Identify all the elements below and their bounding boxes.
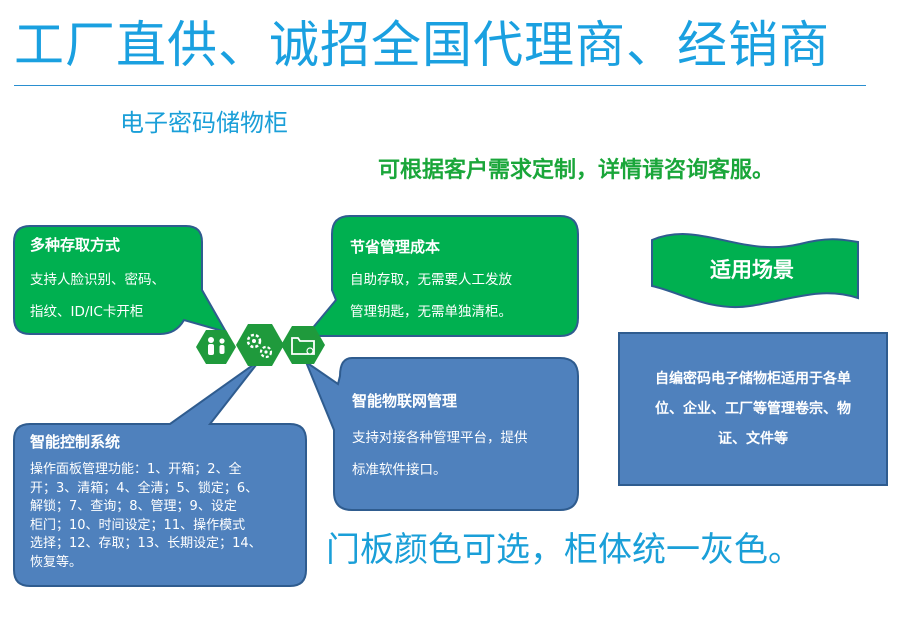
iot-bubble-content: 智能物联网管理 支持对接各种管理平台，提供 标准软件接口。 bbox=[352, 390, 528, 486]
iot-line: 支持对接各种管理平台，提供 bbox=[352, 430, 528, 446]
scenario-text: 自编密码电子储物柜适用于各单 位、企业、工厂等管理卷宗、物 证、文件等 bbox=[655, 364, 851, 454]
cost-body: 自助存取，无需要人工发放 管理钥匙，无需单独清柜。 bbox=[350, 264, 512, 328]
access-line: 指纹、ID/IC卡开柜 bbox=[30, 304, 144, 320]
cost-bubble-content: 节省管理成本 自助存取，无需要人工发放 管理钥匙，无需单独清柜。 bbox=[350, 236, 512, 328]
gears-icon bbox=[236, 324, 284, 366]
scenario-line: 自编密码电子储物柜适用于各单 bbox=[655, 371, 851, 387]
iot-bubble bbox=[303, 357, 579, 511]
cost-title: 节省管理成本 bbox=[350, 238, 441, 256]
control-bubble bbox=[13, 359, 307, 587]
iot-body: 支持对接各种管理平台，提供 标准软件接口。 bbox=[352, 422, 528, 486]
cost-bubble bbox=[303, 215, 579, 337]
customization-note: 可根据客户需求定制，详情请咨询客服。 bbox=[378, 158, 775, 183]
product-name: 电子密码储物柜 bbox=[120, 109, 288, 137]
control-body: 操作面板管理功能：1、开箱；2、全 开；3、清箱；4、全清；5、锁定；6、 解锁… bbox=[30, 461, 262, 572]
iot-line: 标准软件接口。 bbox=[352, 462, 447, 478]
control-line: 选择；12、存取；13、长期设定；14、 bbox=[30, 536, 262, 551]
control-line: 柜门；10、时间设定；11、操作模式 bbox=[30, 517, 246, 533]
people-icon bbox=[196, 330, 236, 364]
access-bubble bbox=[13, 225, 229, 335]
control-line: 恢复等。 bbox=[30, 554, 83, 570]
control-line: 操作面板管理功能：1、开箱；2、全 bbox=[30, 462, 242, 477]
iot-title: 智能物联网管理 bbox=[352, 392, 458, 410]
access-bubble-content: 多种存取方式 支持人脸识别、密码、 指纹、ID/IC卡开柜 bbox=[30, 234, 165, 328]
scenario-line: 位、企业、工厂等管理卷宗、物 bbox=[655, 401, 851, 417]
control-bubble-content: 智能控制系统 操作面板管理功能：1、开箱；2、全 开；3、清箱；4、全清；5、锁… bbox=[30, 431, 262, 572]
scenario-label: 适用场景 bbox=[710, 258, 794, 282]
access-title: 多种存取方式 bbox=[30, 236, 121, 254]
access-body: 支持人脸识别、密码、 指纹、ID/IC卡开柜 bbox=[30, 264, 165, 328]
cost-line: 管理钥匙，无需单独清柜。 bbox=[350, 304, 512, 320]
cost-line: 自助存取，无需要人工发放 bbox=[350, 272, 512, 288]
headline: 工厂直供、诚招全国代理商、经销商 bbox=[14, 16, 830, 74]
color-note: 门板颜色可选，柜体统一灰色。 bbox=[326, 530, 802, 570]
folder-icon bbox=[281, 326, 325, 364]
control-line: 解锁；7、查询；8、管理；9、设定 bbox=[30, 499, 237, 514]
control-title: 智能控制系统 bbox=[30, 433, 121, 451]
scenario-box: 自编密码电子储物柜适用于各单 位、企业、工厂等管理卷宗、物 证、文件等 bbox=[618, 332, 888, 486]
scenario-line: 证、文件等 bbox=[718, 431, 788, 447]
divider-line bbox=[14, 85, 866, 86]
access-line: 支持人脸识别、密码、 bbox=[30, 272, 165, 288]
scenario-banner bbox=[651, 233, 859, 309]
control-line: 开；3、清箱；4、全清；5、锁定；6、 bbox=[30, 480, 259, 496]
